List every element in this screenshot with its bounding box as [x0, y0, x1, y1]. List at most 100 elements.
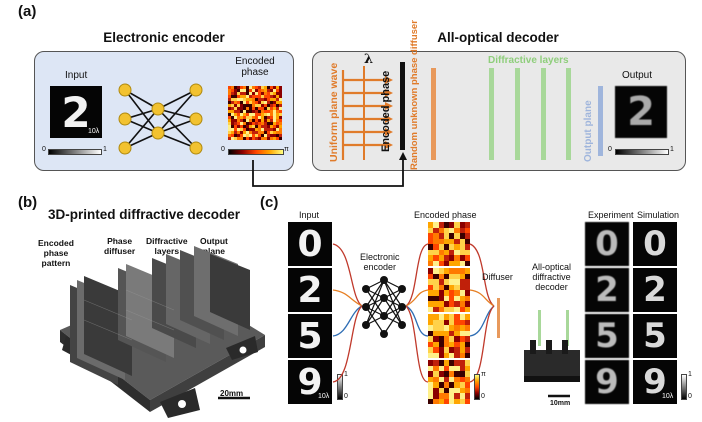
phase-pixel	[234, 128, 238, 132]
phase-pixel	[273, 110, 277, 114]
phase-pixel	[464, 249, 470, 256]
phase-pixel	[433, 325, 439, 331]
phase-pixel	[449, 222, 455, 228]
phase-pixel	[246, 137, 250, 140]
phase-pixel	[240, 101, 244, 105]
c-input-digit-5-text: 5	[297, 315, 323, 357]
panel-a-label: (a)	[18, 3, 37, 20]
phase-pixel	[246, 125, 250, 129]
phase-pixel	[237, 107, 241, 111]
phase-pixel	[252, 122, 256, 126]
c-experiment-5: 5	[585, 314, 629, 358]
phase-pixel	[428, 314, 434, 320]
phase-pixel	[433, 233, 439, 239]
phase-pixel	[237, 92, 241, 96]
c-simulation-0-text: 0	[643, 224, 667, 264]
phase-pixel	[454, 347, 460, 353]
phase-pixel	[438, 249, 445, 256]
phase-pixel	[261, 119, 265, 123]
all-optical-decoder-title: All-optical decoder	[437, 30, 559, 45]
phase-pixel	[454, 255, 460, 261]
phase-pixel	[464, 244, 470, 250]
phase-pixel	[264, 113, 268, 117]
phase-pixel	[459, 325, 466, 331]
phase-pixel	[279, 86, 282, 90]
phase-pixel	[252, 104, 256, 108]
phase-pixel	[252, 113, 256, 117]
phase-pixel	[276, 92, 280, 96]
phase-colorbar-a	[228, 149, 284, 155]
c-experiment-label: Experiment	[588, 210, 634, 220]
phase-pixel	[243, 89, 247, 93]
c-input-colorbar-min: 0	[344, 393, 348, 400]
c-sim-scale: 10λ	[662, 393, 674, 400]
phase-pixel	[252, 92, 256, 96]
phase-pixel	[264, 104, 268, 108]
phase-pixel	[246, 122, 250, 126]
phase-pixel	[428, 341, 434, 348]
phase-pixel	[433, 360, 439, 366]
phase-pixel	[464, 284, 470, 291]
phase-pixel	[249, 125, 253, 129]
phase-pixel	[267, 98, 271, 102]
phase-pixel	[261, 92, 265, 96]
phase-pixel	[228, 107, 232, 111]
phase-pixel	[264, 137, 268, 140]
phase-pixel	[228, 113, 232, 117]
c-experiment-5-text: 5	[595, 316, 619, 356]
phase-pixel	[428, 387, 434, 394]
phase-pixel	[443, 330, 450, 337]
phase-pixel	[454, 341, 460, 348]
phase-pixel	[464, 382, 470, 388]
phase-pixel	[454, 352, 460, 358]
phase-pixel	[279, 98, 282, 102]
phase-pixel	[443, 301, 450, 307]
phase-pixel	[428, 371, 434, 377]
phase-pixel	[449, 325, 455, 331]
phase-pixel	[464, 222, 470, 228]
phase-pixel	[438, 387, 445, 394]
phase-pixel	[443, 382, 450, 388]
phase-pixel	[433, 387, 439, 394]
output-colorbar	[615, 149, 669, 155]
encoded-phase-image-a	[228, 86, 282, 140]
phase-pixel	[249, 122, 253, 126]
phase-pixel	[449, 233, 455, 239]
phase-pixel	[240, 137, 244, 140]
phase-pixel	[243, 107, 247, 111]
phase-pixel	[449, 319, 455, 326]
phase-pixel	[267, 113, 271, 117]
phase-pixel	[270, 122, 274, 126]
phase-pixel	[464, 330, 470, 337]
phase-pixel	[273, 125, 277, 129]
phase-pixel	[255, 101, 259, 105]
phase-pixel	[454, 279, 460, 285]
phase-pixel	[276, 134, 280, 138]
phase-pixel	[454, 330, 460, 337]
phase-pixel	[433, 306, 439, 312]
phase-pixel	[279, 107, 282, 111]
label-encoded-phase-pattern: Encoded phase pattern	[38, 238, 74, 268]
phase-pixel	[234, 122, 238, 126]
phase-pixel	[249, 110, 253, 114]
phase-pixel	[276, 89, 280, 93]
phase-pixel	[231, 128, 235, 132]
phase-pixel	[276, 86, 280, 90]
c-simulation-5-text: 5	[643, 316, 667, 356]
c-simulation-label: Simulation	[637, 210, 680, 220]
c-encoded-phase-2	[428, 268, 470, 312]
phase-pixel	[464, 306, 470, 312]
phase-pixel	[252, 101, 256, 105]
phase-pixel	[258, 89, 262, 93]
phase-pixel	[279, 89, 282, 93]
phase-pixel	[228, 89, 232, 93]
phase-pixel	[246, 104, 250, 108]
phase-colorbar-a-min: 0	[221, 146, 225, 153]
phase-pixel	[261, 110, 265, 114]
input-digit: 2	[61, 87, 91, 137]
phase-pixel	[433, 295, 439, 302]
phase-pixel	[273, 98, 277, 102]
phase-pixel	[428, 365, 434, 372]
phase-pixel	[258, 116, 262, 120]
phase-pixel	[438, 319, 445, 326]
